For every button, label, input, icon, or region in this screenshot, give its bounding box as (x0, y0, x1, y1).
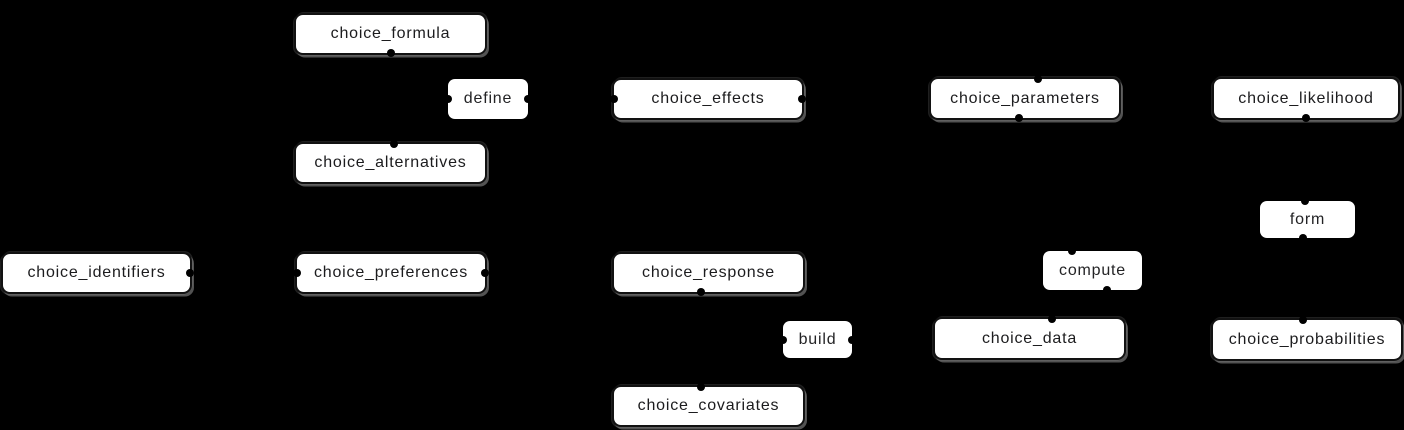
node-choice-response: choice_response (612, 252, 805, 296)
edge-arrowhead-notch (696, 288, 705, 296)
edge-arrowhead-notch (444, 95, 452, 103)
edge-arrowhead-notch (390, 140, 399, 148)
node-label: choice_formula (330, 25, 451, 42)
edge-label-label: define (463, 90, 513, 107)
node-choice-alternatives: choice_alternatives (294, 140, 487, 184)
node-label: choice_effects (651, 90, 765, 107)
node-label: choice_likelihood (1238, 89, 1374, 107)
edge-arrowhead-notch (1067, 247, 1076, 255)
node-label: choice_data (981, 329, 1078, 347)
edge-arrowhead-notch (386, 49, 395, 57)
edge-arrowhead-notch (1048, 315, 1057, 323)
node-label: choice_identifiers (27, 264, 166, 281)
edge-arrowhead-notch (779, 335, 787, 344)
edge-arrowhead-notch (1298, 234, 1307, 242)
node-choice-effects: choice_effects (610, 78, 806, 120)
edge-label-compute: compute (1043, 247, 1142, 294)
node-choice-likelihood: choice_likelihood (1212, 77, 1400, 122)
node-label: choice_response (642, 264, 775, 281)
node-choice-covariates: choice_covariates (612, 383, 805, 427)
edge-label-form: form (1260, 197, 1355, 242)
node-label: choice_alternatives (314, 154, 467, 171)
edge-arrowhead-notch (1103, 286, 1112, 294)
edge-arrowhead-notch (524, 95, 532, 103)
edge-arrowhead-notch (1302, 114, 1310, 122)
node-choice-identifiers: choice_identifiers (1, 252, 194, 294)
edge-arrowhead-notch (481, 269, 489, 277)
node-label: choice_preferences (313, 264, 469, 281)
node-label: choice_probabilities (1228, 330, 1386, 348)
edge-arrowhead-notch (1299, 316, 1308, 324)
edge-arrowhead-notch (186, 269, 194, 277)
edge-arrowhead-notch (1015, 114, 1024, 122)
edge-label-label: build (798, 330, 837, 348)
edge-label-define: define (444, 79, 532, 119)
edge-arrowhead-notch (696, 383, 705, 391)
node-label: choice_covariates (637, 397, 780, 414)
edge-arrowhead-notch (1300, 197, 1309, 205)
node-label: choice_parameters (950, 89, 1100, 107)
node-choice-parameters: choice_parameters (929, 75, 1121, 122)
edge-arrowhead-notch (798, 95, 806, 103)
edge-label-label: form (1289, 210, 1326, 228)
edge-label-label: compute (1059, 261, 1126, 279)
edge-arrowhead-notch (848, 335, 856, 344)
edge-arrowhead-notch (293, 269, 301, 277)
node-choice-data: choice_data (933, 315, 1126, 360)
node-choice-probabilities: choice_probabilities (1211, 316, 1403, 361)
edge-arrowhead-notch (1034, 75, 1043, 83)
node-choice-preferences: choice_preferences (293, 252, 489, 294)
edge-label-build: build (779, 321, 856, 358)
edge-arrowhead-notch (610, 95, 618, 103)
node-choice-formula: choice_formula (294, 13, 487, 57)
